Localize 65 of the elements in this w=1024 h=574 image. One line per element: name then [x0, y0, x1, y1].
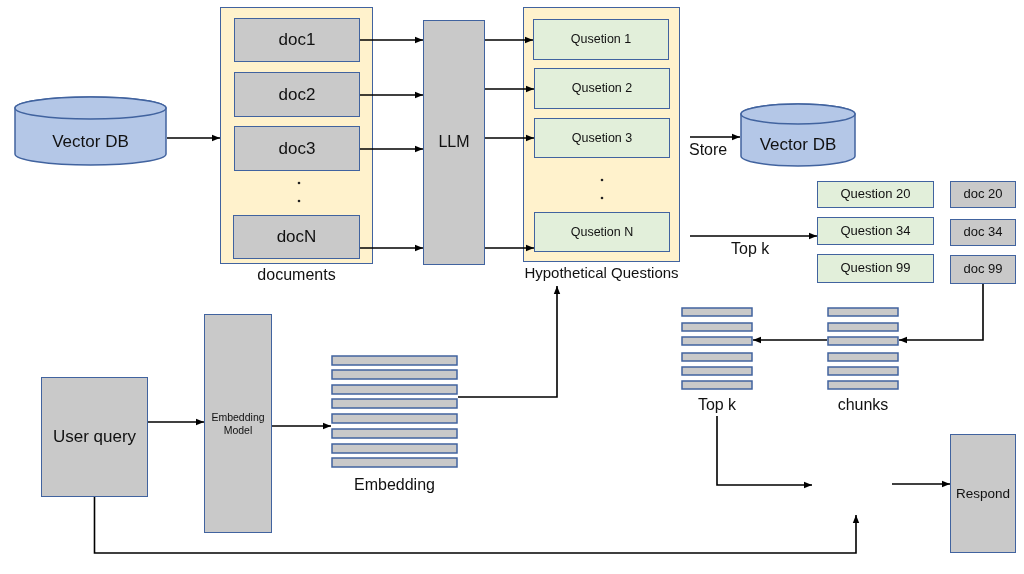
query-box — [41, 377, 148, 497]
arrow — [359, 244, 424, 252]
model-box — [204, 314, 272, 533]
database-cylinder — [14, 96, 167, 166]
arrow — [457, 285, 561, 398]
question-label: Qusetion 2 — [571, 81, 633, 96]
question-label: Question 34 — [840, 223, 911, 239]
arrow — [359, 145, 424, 153]
query-label: User query — [52, 427, 137, 447]
database-label: Vector DB — [52, 132, 129, 152]
model-label: Embedding Model — [210, 411, 266, 436]
edge-label: Top k — [731, 240, 770, 258]
stack-caption: chunks — [837, 396, 889, 415]
document-label: doc 99 — [963, 262, 1003, 277]
stack-caption: Top k — [697, 396, 737, 415]
document-box — [234, 18, 360, 62]
panel-caption: documents — [257, 266, 336, 285]
database-label: Vector DB — [759, 135, 837, 155]
question-label: Qusetion N — [570, 224, 634, 240]
question-box — [534, 212, 670, 252]
document-label: doc1 — [278, 30, 316, 50]
document-box — [950, 255, 1016, 284]
document-label: doc 20 — [963, 187, 1003, 202]
stack-caption: Embedding — [354, 476, 435, 495]
question-label: Question 20 — [840, 187, 911, 202]
question-box — [817, 217, 934, 245]
arrow — [166, 134, 221, 142]
arrow — [689, 133, 741, 141]
arrow — [271, 422, 332, 430]
panel-caption: Hypothetical Questions — [524, 264, 679, 282]
arrow — [359, 36, 424, 44]
document-label: doc3 — [278, 138, 316, 159]
arrow — [484, 134, 535, 142]
document-label: docN — [276, 227, 317, 247]
arrow — [752, 336, 828, 344]
question-label: Question 99 — [840, 261, 911, 276]
question-box — [817, 254, 934, 283]
arrow — [147, 418, 205, 426]
llm-box — [423, 20, 485, 265]
question-box — [534, 68, 670, 109]
response-label: Respond — [955, 485, 1010, 502]
arrow — [891, 480, 951, 488]
document-box — [234, 126, 360, 171]
document-label: doc2 — [278, 84, 316, 105]
arrow — [689, 232, 818, 240]
question-box — [817, 181, 934, 208]
arrow — [93, 496, 860, 554]
arrow — [484, 244, 535, 252]
arrow — [484, 36, 534, 44]
question-label: Qusetion 1 — [570, 32, 632, 47]
response-box — [950, 434, 1016, 553]
document-label: doc 34 — [963, 225, 1003, 240]
question-box — [534, 118, 670, 158]
arrow — [359, 91, 424, 99]
question-label: Qusetion 3 — [571, 130, 633, 146]
document-box — [950, 181, 1016, 208]
document-box — [950, 219, 1016, 246]
arrow — [484, 85, 535, 93]
question-box — [533, 19, 669, 60]
database-cylinder — [740, 103, 856, 167]
arrow — [898, 283, 984, 344]
document-box — [234, 72, 360, 117]
llm-label: LLM — [438, 133, 470, 152]
document-box — [233, 215, 360, 259]
arrow — [716, 415, 813, 489]
